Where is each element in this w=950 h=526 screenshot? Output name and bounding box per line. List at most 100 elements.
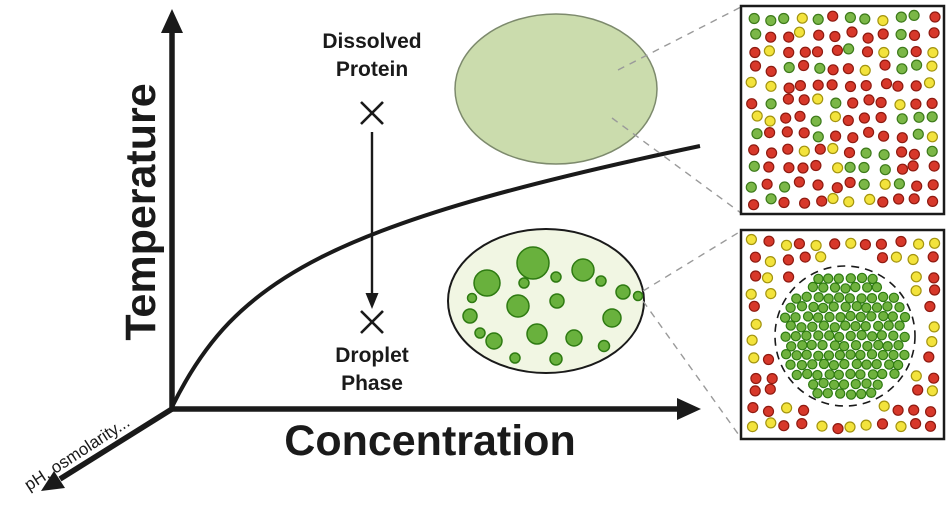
molecule-dot bbox=[855, 369, 866, 380]
molecule-dot bbox=[860, 419, 872, 431]
molecule-dot bbox=[882, 301, 893, 312]
molecule-dot bbox=[907, 253, 919, 266]
molecule-dot bbox=[893, 178, 906, 190]
molecule-dot bbox=[926, 195, 939, 207]
molecule-dot bbox=[842, 43, 855, 55]
phase-transition-arrow bbox=[365, 132, 379, 309]
molecule-dot bbox=[896, 113, 908, 125]
molecule-dot bbox=[888, 349, 899, 361]
molecule-dot bbox=[861, 359, 872, 370]
molecule-dot bbox=[749, 251, 762, 263]
molecule-dot bbox=[782, 143, 794, 155]
molecule-dot bbox=[765, 15, 777, 27]
molecule-dot bbox=[797, 404, 810, 416]
molecule-dot bbox=[884, 359, 895, 370]
droplet-circle bbox=[597, 339, 611, 353]
molecule-dot bbox=[785, 302, 796, 313]
molecule-dot bbox=[823, 273, 834, 284]
molecule-dot bbox=[749, 385, 761, 397]
molecule-dot bbox=[832, 423, 844, 435]
molecule-dot bbox=[908, 404, 920, 416]
molecule-dot bbox=[745, 233, 758, 246]
molecule-dot bbox=[798, 145, 810, 157]
molecule-dot bbox=[818, 377, 829, 389]
droplet-circle bbox=[550, 271, 562, 283]
molecule-dot bbox=[845, 349, 856, 360]
molecule-dot bbox=[875, 111, 887, 124]
molecule-dot bbox=[866, 311, 877, 322]
molecule-dot bbox=[928, 284, 941, 296]
molecule-dot bbox=[818, 320, 830, 331]
molecule-dot bbox=[750, 28, 762, 40]
molecule-dot bbox=[842, 114, 854, 127]
molecule-dot bbox=[783, 82, 795, 94]
molecule-dot bbox=[845, 389, 857, 400]
molecule-dot bbox=[910, 271, 922, 283]
molecule-dot bbox=[807, 281, 819, 293]
molecule-dot bbox=[860, 79, 872, 92]
molecule-dot bbox=[840, 301, 851, 312]
molecule-dot bbox=[859, 239, 872, 251]
molecule-dot bbox=[878, 400, 890, 412]
molecule-dot bbox=[846, 26, 858, 38]
molecule-dot bbox=[861, 302, 872, 313]
molecule-dot bbox=[765, 417, 777, 429]
molecule-dot bbox=[872, 379, 883, 390]
molecule-dot bbox=[807, 359, 818, 370]
molecule-dot bbox=[923, 77, 936, 89]
molecule-dot bbox=[810, 115, 822, 127]
molecule-dot bbox=[829, 282, 841, 293]
molecule-dot bbox=[817, 302, 829, 314]
molecule-dot bbox=[889, 368, 900, 379]
molecule-dot bbox=[748, 352, 760, 364]
molecule-dot bbox=[834, 349, 846, 361]
molecule-dot bbox=[878, 46, 890, 59]
molecule-dot bbox=[813, 292, 824, 303]
molecule-dot bbox=[879, 164, 891, 176]
molecule-dot bbox=[867, 369, 879, 380]
droplet-circle bbox=[516, 246, 550, 280]
molecule-dot bbox=[824, 330, 835, 341]
molecule-dot bbox=[876, 252, 889, 264]
molecule-dot bbox=[813, 330, 824, 341]
droplet-circle bbox=[549, 293, 565, 309]
molecule-dot bbox=[907, 160, 919, 172]
molecule-dot bbox=[796, 359, 808, 371]
molecule-dot bbox=[765, 193, 777, 205]
molecule-dot bbox=[796, 12, 808, 24]
molecule-dot bbox=[877, 291, 889, 303]
molecule-dot bbox=[766, 373, 778, 385]
molecule-dot bbox=[833, 273, 845, 284]
molecule-dot bbox=[746, 421, 759, 433]
molecule-dot bbox=[877, 196, 889, 208]
molecule-dot bbox=[762, 405, 775, 417]
molecule-dot bbox=[764, 383, 776, 395]
molecule-dot bbox=[829, 30, 841, 43]
molecule-dot bbox=[816, 420, 828, 432]
transition-arrowhead-icon bbox=[365, 293, 379, 309]
molecule-dot bbox=[899, 331, 910, 343]
molecule-dot bbox=[818, 282, 829, 293]
molecule-dot bbox=[888, 330, 899, 341]
molecule-dot bbox=[910, 80, 922, 92]
molecule-dot bbox=[866, 349, 878, 360]
molecule-dot bbox=[827, 10, 839, 22]
molecule-dot bbox=[877, 28, 889, 40]
molecule-dot bbox=[894, 320, 905, 331]
molecule-dot bbox=[867, 273, 878, 285]
molecule-dot bbox=[801, 349, 812, 360]
droplet-circle bbox=[632, 290, 644, 302]
molecule-dot bbox=[840, 320, 851, 331]
molecule-dot bbox=[779, 312, 791, 323]
zoom-line-top-upper bbox=[617, 6, 742, 71]
x-axis-arrowhead-icon bbox=[677, 398, 701, 420]
molecule-dot bbox=[844, 176, 856, 189]
y-axis-arrowhead-icon bbox=[161, 9, 183, 33]
molecule-dot bbox=[782, 254, 795, 266]
molecule-dot bbox=[814, 62, 826, 74]
molecule-dot bbox=[761, 272, 774, 284]
molecule-dot bbox=[828, 301, 839, 312]
molecule-dot bbox=[861, 46, 874, 58]
molecule-dot bbox=[778, 196, 790, 209]
